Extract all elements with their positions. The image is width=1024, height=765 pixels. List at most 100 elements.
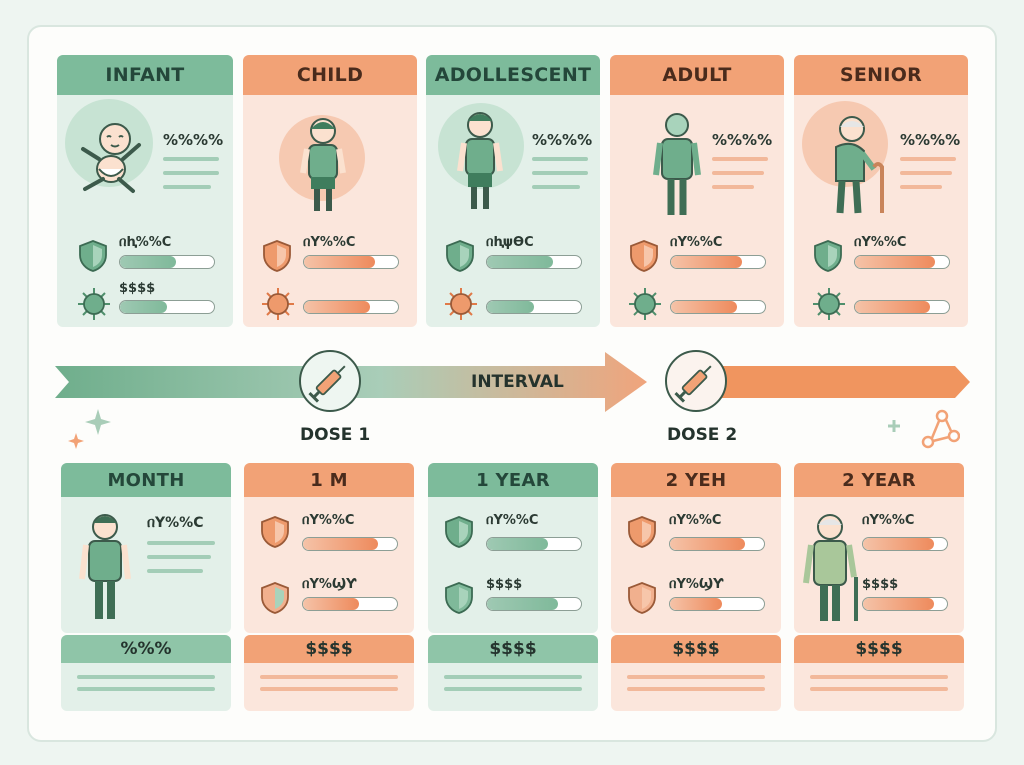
molecule-icon	[888, 409, 960, 449]
text-line	[260, 687, 398, 691]
child-icon	[300, 118, 346, 211]
metric-label: በY%%Ϲ	[486, 513, 539, 528]
progress-fill	[304, 301, 370, 313]
metric-label: $$$$	[486, 577, 523, 592]
progress-fill	[120, 256, 177, 268]
card-title: 2 YEAR	[794, 463, 964, 497]
progress-bar	[854, 255, 950, 269]
text-line	[712, 171, 764, 175]
text-line	[900, 157, 956, 161]
card-title: MONTH	[61, 463, 231, 497]
card-adolescent: ADOLLESCENT %%%% በⱨψϴϹ	[426, 55, 600, 327]
metric-label: በY%%Ϲ	[302, 513, 355, 528]
progress-bar	[303, 255, 399, 269]
progress-fill	[855, 301, 931, 313]
card-2-year: 2 YEAR በY%%Ϲ $$$$	[794, 463, 964, 633]
virus-icon	[445, 288, 477, 320]
progress-bar	[669, 597, 765, 611]
metric-label: በY%%Ϲ	[862, 513, 915, 528]
text-line	[260, 675, 398, 679]
card-1-year: 1 YEAR በY%%Ϲ $$$$	[428, 463, 598, 633]
progress-fill	[671, 256, 742, 268]
progress-bar	[302, 537, 398, 551]
text-line	[444, 687, 582, 691]
progress-fill	[670, 598, 722, 610]
footer-label: %%%	[61, 635, 231, 663]
progress-bar	[854, 300, 950, 314]
footer-label: $$$$	[244, 635, 414, 663]
progress-fill	[670, 538, 746, 550]
percent-label: %%%%	[900, 131, 961, 149]
metric-label: በY%%Ϲ	[303, 235, 356, 250]
progress-fill	[487, 301, 534, 313]
footer-card-3: $$$$	[428, 635, 598, 711]
syringe-icon	[299, 350, 361, 412]
text-line	[444, 675, 582, 679]
metric-label: በY%ϢƳ	[669, 577, 724, 592]
shield-icon	[79, 240, 107, 272]
percent-label: %%%%	[712, 131, 773, 149]
virus-icon	[629, 288, 661, 320]
text-line	[77, 675, 215, 679]
percent-label: %%%%	[532, 131, 593, 149]
metric-label: በY%ϢƳ	[302, 577, 357, 592]
text-line	[532, 185, 580, 189]
footer-label: $$$$	[428, 635, 598, 663]
footer-label: $$$$	[794, 635, 964, 663]
shield-icon	[630, 240, 658, 272]
card-child: CHILD በY%%Ϲ	[243, 55, 417, 327]
text-line	[627, 675, 765, 679]
senior-icon	[835, 116, 884, 214]
footer-card-1: %%%	[61, 635, 231, 711]
progress-bar	[486, 300, 582, 314]
metric-label: በY%%Ϲ	[670, 235, 723, 250]
footer-card-4: $$$$	[611, 635, 781, 711]
virus-icon	[78, 288, 110, 320]
metric-label: በⱨ%%Ϲ	[119, 235, 172, 250]
text-line	[900, 185, 942, 189]
progress-fill	[303, 598, 360, 610]
progress-bar	[486, 537, 582, 551]
progress-fill	[120, 301, 167, 313]
progress-fill	[304, 256, 375, 268]
text-line	[163, 171, 219, 175]
progress-fill	[863, 598, 935, 610]
footer-card-2: $$$$	[244, 635, 414, 711]
shield-icon	[445, 516, 473, 548]
card-adult: ADULT %%%% በY%%Ϲ	[610, 55, 784, 327]
card-title: ADULT	[610, 55, 784, 95]
text-line	[712, 157, 768, 161]
progress-bar	[669, 537, 765, 551]
progress-bar	[486, 597, 582, 611]
text-line	[163, 157, 219, 161]
shield-icon	[628, 516, 656, 548]
text-line	[147, 569, 203, 573]
progress-fill	[487, 538, 549, 550]
text-line	[532, 171, 588, 175]
card-infant: INFANT %%%% በⱨ%%Ϲ $$$$	[57, 55, 233, 327]
progress-bar	[119, 300, 215, 314]
progress-fill	[855, 256, 935, 268]
shield-icon	[814, 240, 842, 272]
shield-icon	[445, 582, 473, 614]
shield-icon	[446, 240, 474, 272]
card-title: CHILD	[243, 55, 417, 95]
card-senior: SENIOR %%%% በY%%Ϲ	[794, 55, 968, 327]
text-line	[163, 185, 211, 189]
text-line	[810, 687, 948, 691]
progress-bar	[670, 300, 766, 314]
progress-fill	[487, 598, 558, 610]
progress-fill	[303, 538, 379, 550]
progress-bar	[302, 597, 398, 611]
interval-label: INTERVAL	[471, 372, 564, 392]
text-line	[810, 675, 948, 679]
dose1-label: DOSE 1	[300, 425, 371, 445]
adolescent-icon	[457, 112, 503, 209]
progress-bar	[862, 597, 948, 611]
metric-label: በY%%Ϲ	[147, 515, 204, 531]
metric-label: በY%%Ϲ	[854, 235, 907, 250]
person-icon	[79, 514, 131, 619]
shield-icon	[263, 240, 291, 272]
text-line	[627, 687, 765, 691]
metric-label: $$$$	[862, 577, 899, 592]
